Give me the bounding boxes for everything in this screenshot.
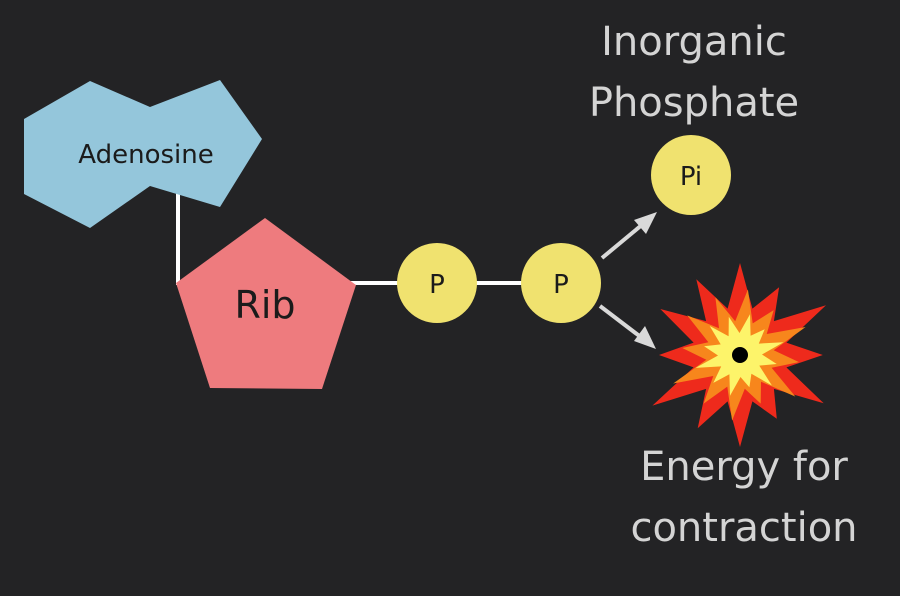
- burst-center: [732, 347, 748, 363]
- ribose-shape: [176, 218, 356, 389]
- inorganic-phosphate-circle: [651, 135, 731, 215]
- phosphate-1-circle: [397, 243, 477, 323]
- phosphate-1-label: P: [429, 270, 445, 300]
- inorganic-phosphate-label: Pi: [680, 162, 702, 192]
- adenosine-label: Adenosine: [78, 140, 213, 170]
- ribose-label: Rib: [234, 283, 295, 327]
- phosphate-2-circle: [521, 243, 601, 323]
- arrow-right-icon: [600, 212, 657, 260]
- arrow-right-icon: [598, 304, 656, 349]
- inorganic-phosphate-title-line1: Inorganic: [601, 19, 787, 65]
- energy-label-line1: Energy for: [640, 444, 848, 490]
- phosphate-2-label: P: [553, 270, 569, 300]
- inorganic-phosphate-title-line2: Phosphate: [589, 80, 799, 126]
- energy-label-line2: contraction: [630, 505, 857, 551]
- explosion-burst-icon: [652, 263, 826, 447]
- adenosine-shape: [24, 80, 262, 228]
